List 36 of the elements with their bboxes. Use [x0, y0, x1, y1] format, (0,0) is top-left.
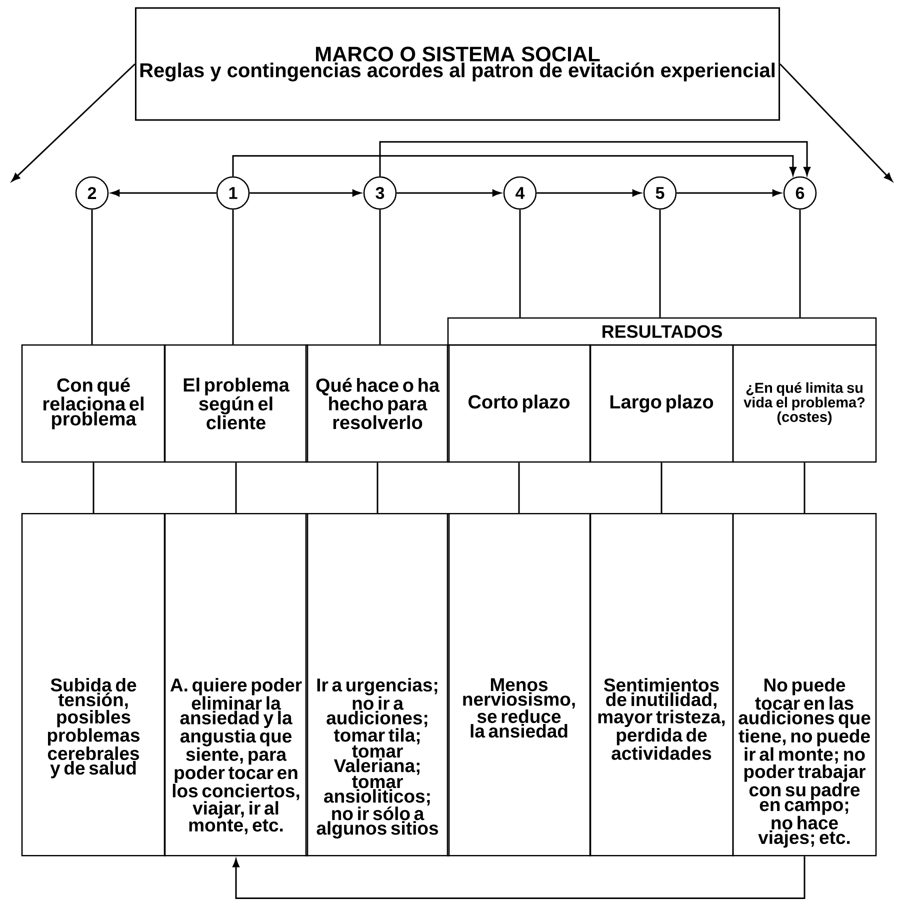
content-cell: No puede tocar en las audiciones que tiene, no puede ir al monte; no poder trabajar con su padre en campo; no hace viajes; etc. [732, 513, 877, 856]
content-cell: A. quiere poder eliminar la ansiedad y la angustia que siente, para poder tocar en los conciertos, viajar, ir al monte, etc. [164, 513, 308, 856]
arrow [396, 190, 501, 196]
connector-line [799, 210, 801, 318]
title-box: MARCO O SISTEMA SOCIAL Reglas y contingencias acordes al patron de evitación experiencial [134, 7, 780, 121]
connector-line [518, 462, 520, 513]
column-header: El problema según el cliente [164, 344, 308, 463]
arrow [232, 856, 806, 900]
column-header: Con qué relaciona el problema [21, 344, 166, 463]
connector-line [376, 462, 378, 513]
arrow [232, 155, 796, 176]
connector-line [232, 210, 234, 344]
column-header: ¿En qué limita su vida el problema? (costes) [732, 344, 877, 463]
arrow [12, 63, 136, 182]
connector-line [804, 462, 806, 513]
connector-line [519, 210, 521, 318]
column-header: Qué hace o ha hecho para resolverlo [305, 344, 450, 463]
connector-line [91, 210, 93, 344]
arrow [780, 63, 893, 182]
column-header: Largo plazo [589, 344, 734, 463]
content-cell: Ir a urgencias; no ir a audiciones; tomar tila; tomar Valeriana; tomar ansioliticos; no ir sólo a algunos sitios [305, 513, 450, 856]
content-cell: Menos nerviosismo, se reduce la ansiedad [446, 513, 592, 856]
content-cell: Sentimientos de inutilidad, mayor tristeza, perdida de actividades [589, 513, 734, 856]
connector-line [92, 462, 94, 513]
connector-line [235, 462, 237, 513]
connector-line [660, 462, 662, 513]
arrow [536, 190, 641, 196]
connector-line [659, 210, 661, 318]
content-cell: Subida de tensión, posibles problemas cerebrales y de salud [21, 513, 166, 856]
arrow [676, 190, 781, 196]
column-header: Corto plazo [446, 344, 592, 463]
header-band: RESULTADOS [447, 317, 877, 346]
arrow [111, 190, 216, 196]
arrow [379, 141, 810, 176]
arrow [250, 190, 361, 196]
connector-line [379, 210, 381, 344]
